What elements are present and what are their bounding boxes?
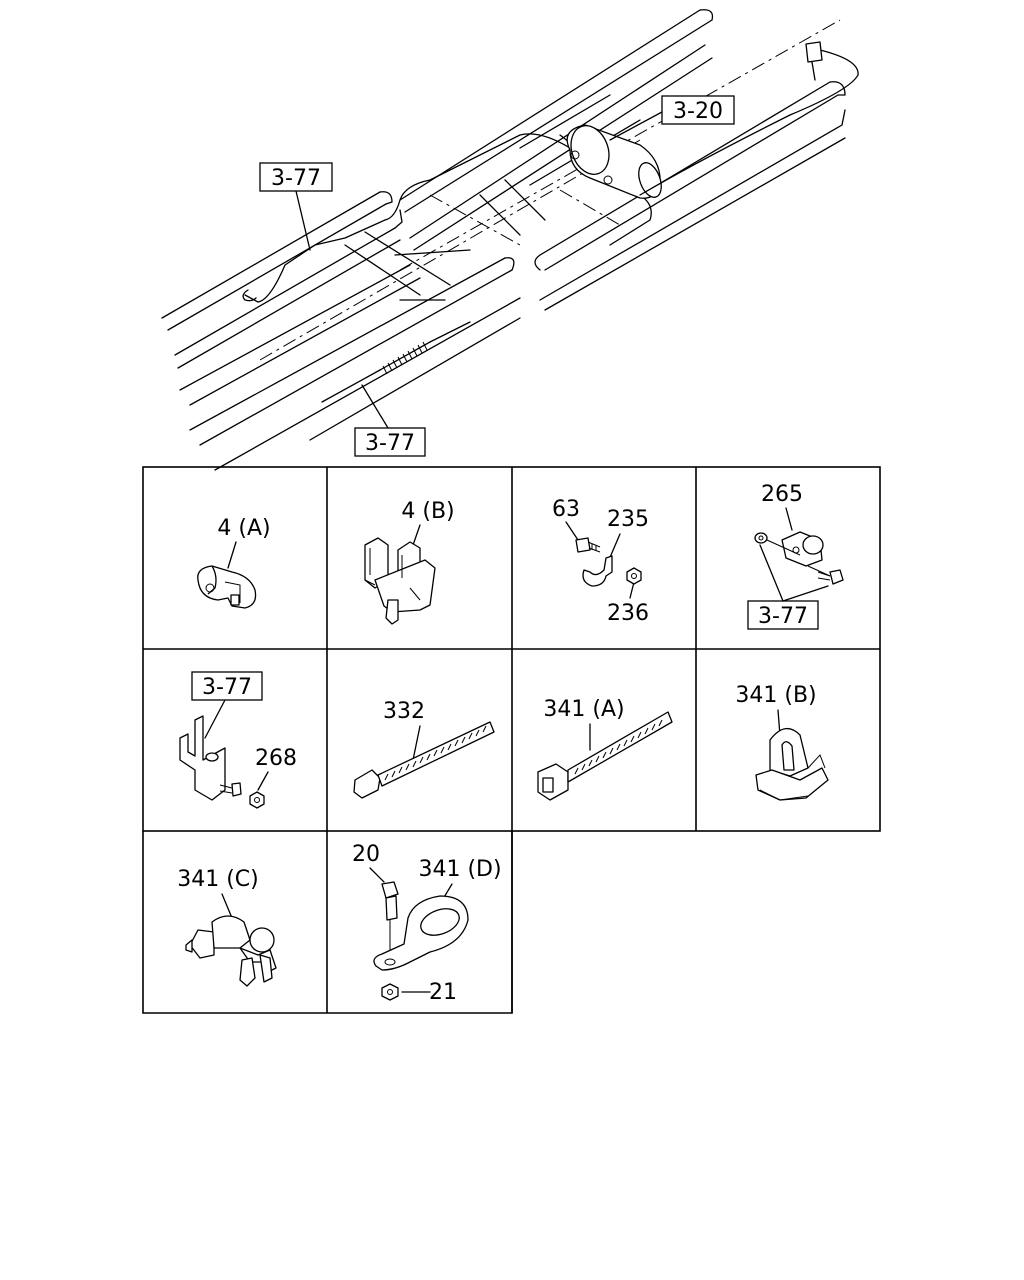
part-cell-63-235-236[interactable]: 63 235 236	[552, 497, 649, 626]
part-label-341b: 341 (B)	[735, 683, 816, 708]
bolt-268-icon	[219, 782, 242, 797]
part-label-20: 20	[352, 842, 380, 867]
part-label-63: 63	[552, 497, 580, 522]
part-cell-341b[interactable]: 341 (B)	[735, 683, 829, 801]
part-label-341d: 341 (D)	[418, 857, 501, 882]
clip-4b-icon	[364, 537, 436, 625]
svg-text:3-20: 3-20	[673, 99, 723, 124]
cable-spring	[382, 341, 428, 375]
svg-text:3-77: 3-77	[202, 675, 252, 700]
washer-265-icon	[754, 532, 768, 544]
cable-tie-332-icon	[353, 721, 495, 799]
bolt-265-icon	[817, 569, 844, 585]
part-label-4a: 4 (A)	[217, 516, 270, 541]
part-label-265: 265	[761, 482, 803, 507]
part-label-341c: 341 (C)	[177, 867, 259, 892]
part-cell-332[interactable]: 332	[353, 699, 495, 799]
bracket-265-icon	[781, 531, 824, 567]
part-cell-4b[interactable]: 4 (B)	[364, 499, 455, 625]
ref-3-77-cell5[interactable]: 3-77	[191, 671, 263, 701]
ref-3-20[interactable]: 3-20	[609, 95, 735, 141]
clip-4a-icon	[197, 565, 257, 609]
svg-text:3-77: 3-77	[758, 604, 808, 629]
part-label-332: 332	[383, 699, 425, 724]
clip-341b-icon	[755, 728, 829, 801]
ref-3-77-bottom[interactable]: 3-77	[354, 384, 426, 457]
nut-236-icon	[626, 567, 642, 585]
nut-268-icon	[249, 791, 265, 809]
ref-3-77-top[interactable]: 3-77	[259, 162, 333, 251]
clamp-235-icon	[582, 555, 613, 587]
part-label-236: 236	[607, 601, 649, 626]
clip-341c-icon	[185, 915, 277, 987]
part-cell-341d[interactable]: 20 341 (D) 21	[352, 842, 502, 1005]
part-label-21: 21	[429, 980, 457, 1005]
part-label-235: 235	[607, 507, 649, 532]
bracket-268-icon	[179, 715, 226, 801]
bolt-63-icon	[575, 537, 601, 553]
svg-text:3-77: 3-77	[271, 166, 321, 191]
part-cell-341c[interactable]: 341 (C)	[177, 867, 277, 987]
part-label-341a: 341 (A)	[543, 697, 624, 722]
part-cell-265[interactable]: 265 3-77	[747, 482, 844, 630]
part-cell-341a[interactable]: 341 (A)	[537, 697, 673, 801]
part-cell-268[interactable]: 3-77 268	[179, 671, 297, 809]
cable-tie-341a-icon	[537, 711, 673, 801]
part-label-268: 268	[255, 746, 297, 771]
parts-grid	[142, 466, 881, 1014]
bolt-20-icon	[381, 881, 399, 965]
part-cell-4a[interactable]: 4 (A)	[197, 516, 271, 609]
svg-text:3-77: 3-77	[365, 431, 415, 456]
nut-21-icon	[381, 983, 399, 1001]
part-label-4b: 4 (B)	[401, 499, 454, 524]
ref-3-77-cell4[interactable]: 3-77	[747, 600, 819, 630]
clamp-341d-icon	[373, 895, 469, 971]
chassis-frame-drawing	[161, 9, 859, 471]
